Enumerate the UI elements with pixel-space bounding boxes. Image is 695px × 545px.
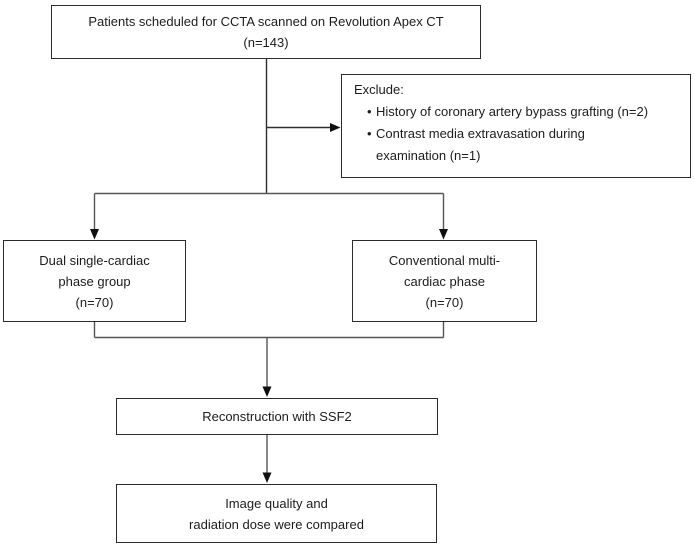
arrowhead-down-icon — [90, 229, 99, 240]
box-line: History of coronary artery bypass grafti… — [376, 104, 649, 119]
box-line: Image quality and — [225, 495, 328, 511]
box-line: examination (n=1) — [376, 148, 481, 163]
bullet-marker: • — [367, 126, 372, 141]
box-line: (n=143) — [243, 35, 289, 50]
box-line: Dual single-cardiac — [39, 252, 150, 268]
arrowhead-down-icon — [262, 386, 272, 397]
bullet-marker: • — [367, 104, 372, 119]
bullet-item: • Contrast media extravasation during ex… — [354, 123, 684, 167]
box-line: Patients scheduled for CCTA scanned on R… — [88, 14, 444, 29]
bullet-text: History of coronary artery bypass grafti… — [376, 101, 648, 123]
arrowhead-right-icon — [330, 123, 341, 132]
bullet-item: • History of coronary artery bypass graf… — [354, 101, 684, 123]
box-line: cardiac phase — [404, 273, 485, 289]
outcome-box: Image quality and radiation dose were co… — [116, 484, 437, 543]
box-line: Contrast media extravasation during — [376, 126, 585, 141]
box-line: radiation dose were compared — [189, 516, 364, 532]
arrowhead-down-icon — [439, 229, 448, 240]
box-line: Conventional multi- — [388, 252, 501, 268]
exclude-title: Exclude: — [354, 82, 404, 97]
box-line: (n=70) — [425, 294, 464, 310]
conventional-phase-box: Conventional multi- cardiac phase (n=70) — [352, 240, 537, 322]
bullet-text: Contrast media extravasation during exam… — [376, 123, 585, 167]
box-line: Reconstruction with SSF2 — [202, 409, 352, 424]
reconstruction-box: Reconstruction with SSF2 — [116, 398, 438, 435]
patients-box: Patients scheduled for CCTA scanned on R… — [51, 5, 481, 59]
arrowhead-down-icon — [262, 472, 272, 483]
dual-phase-box: Dual single-cardiac phase group (n=70) — [3, 240, 186, 322]
box-line: phase group — [58, 273, 131, 289]
exclude-box: Exclude: • History of coronary artery by… — [341, 74, 691, 178]
box-line: (n=70) — [75, 294, 114, 310]
